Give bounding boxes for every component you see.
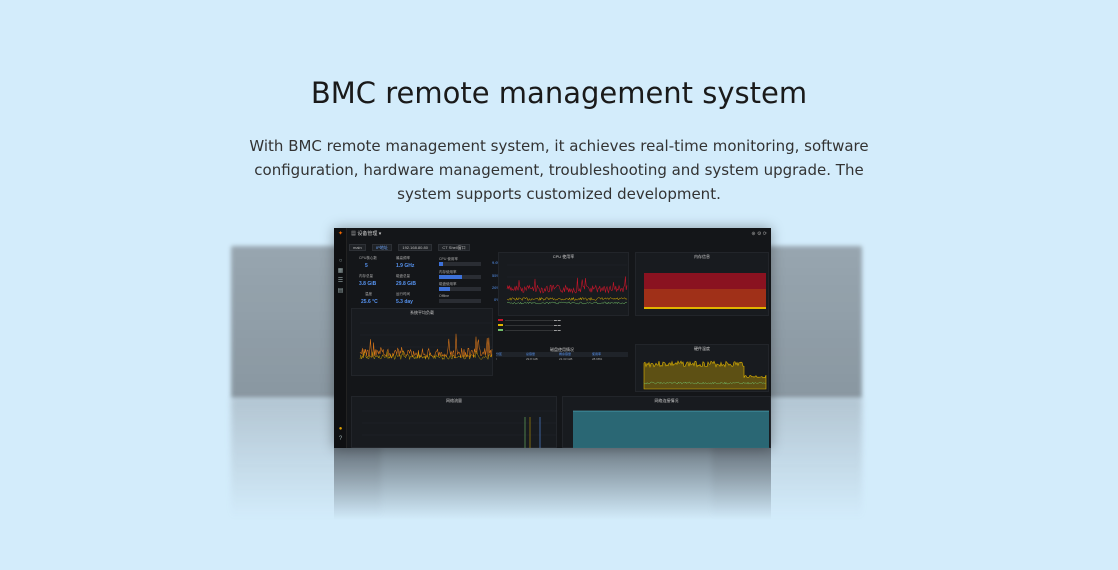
stat-label: 内存总量 <box>359 274 373 278</box>
dashboard-name[interactable]: 设备管理 <box>357 231 378 237</box>
search-icon[interactable]: ○ <box>338 258 343 264</box>
page-description: With BMC remote management system, it ac… <box>249 137 869 203</box>
load-chart <box>359 322 493 360</box>
gauge-bar <box>439 287 481 291</box>
network-flow-panel: 网络流量 <box>351 396 557 448</box>
toolbar-icons[interactable]: ⊕ ⚙ ⟳ <box>751 231 767 237</box>
page-title: BMC remote management system <box>310 76 808 110</box>
panel-title: 硬件温度 <box>694 346 710 351</box>
dashboard-screenshot: ✦ ○ ▦ ☰ ▤ ● ? ▦ 设备管理 ▾ ⊕ ⚙ ⟳ main IP地址 1… <box>334 228 771 448</box>
dashboard-topbar: ▦ 设备管理 ▾ ⊕ ⚙ ⟳ <box>351 231 767 237</box>
stat-label: 温度 <box>365 292 372 296</box>
grafana-logo-icon[interactable]: ✦ <box>337 231 344 237</box>
gauge-label: 磁盘使用率 <box>439 282 457 286</box>
panel-title: 系统平均负载 <box>410 310 434 315</box>
memory-free-area <box>644 307 766 309</box>
stat-value: 5.3 day <box>396 299 413 305</box>
cpu-chart <box>506 264 628 305</box>
memory-used-area <box>644 273 766 289</box>
panel-title: 网络流量 <box>446 398 462 403</box>
alert-icon[interactable]: ▤ <box>337 288 344 294</box>
stat-label: 磁盘总量 <box>396 274 410 278</box>
connections-area <box>573 411 769 448</box>
legend-row: ———————————————— ▬ ▬ <box>498 323 629 328</box>
stat-value: 5 <box>365 263 368 269</box>
stat-label: CPU核心数 <box>359 256 377 260</box>
panel-title: CPU 使用率 <box>552 254 575 259</box>
cpu-legend-table: ———————————————— ▬ ▬ ———————————————— ▬ … <box>498 318 629 333</box>
network-connections-chart <box>573 410 769 448</box>
gauge-bar <box>439 299 481 303</box>
legend-row: ———————————————— ▬ ▬ <box>498 318 629 323</box>
gauge-label: Offline <box>439 294 450 298</box>
gauge-fill <box>439 275 463 279</box>
gauge-pct: 26% <box>492 285 501 290</box>
disk-table-header: 分区总容量剩余容量使用率 <box>496 352 628 357</box>
load-panel: 系统平均负载 <box>351 308 493 376</box>
panel-title: 内存信息 <box>694 254 710 259</box>
gauge-fill <box>439 287 450 291</box>
stat-value: 1.9 GHz <box>396 263 415 269</box>
variable-filters: main IP地址 192.168.80.80 CT Shell窗口 <box>349 244 472 252</box>
dashboard-grid-icon: ▦ <box>351 231 358 237</box>
memory-cache-area <box>644 289 766 307</box>
panel-title: 磁盘使用情况 <box>550 347 574 352</box>
stat-value: 25.6 °C <box>361 299 378 305</box>
legend-row: ———————————————— ▬ ▬ <box>498 328 629 333</box>
gauge-label: 内存使用率 <box>439 270 457 274</box>
gauge-bar <box>439 262 481 266</box>
stat-value: 3.8 GiB <box>359 281 377 287</box>
filter-chip[interactable]: main <box>349 244 366 251</box>
panel-title: 网络连接情况 <box>654 398 679 403</box>
gauge-pct: 9.6% <box>492 260 502 265</box>
gauge-label: CPU 使用率 <box>439 257 458 261</box>
stat-value: 29.8 GiB <box>396 281 417 287</box>
stat-label: 运行时间 <box>396 292 410 296</box>
explore-icon[interactable]: ☰ <box>337 278 344 284</box>
stat-label: 最高频率 <box>396 256 410 260</box>
memory-chart <box>644 273 766 309</box>
gauge-bar <box>439 275 481 279</box>
network-flow-chart <box>362 410 556 448</box>
dashboard-reflection <box>334 448 771 520</box>
memory-panel: 内存信息 <box>635 252 769 316</box>
filter-chip[interactable]: IP地址 <box>372 244 392 251</box>
user-avatar-icon[interactable]: ● <box>338 426 343 432</box>
network-connections-panel: 网络连接情况 <box>562 396 771 448</box>
temperature-panel: 硬件温度 <box>635 344 769 392</box>
filter-chip[interactable]: CT Shell窗口 <box>438 244 470 251</box>
stats-panel: CPU核心数 5 最高频率 1.9 GHz 内存总量 3.8 GiB 磁盘总量 … <box>351 255 501 310</box>
dashboards-icon[interactable]: ▦ <box>337 268 344 274</box>
cpu-usage-panel: CPU 使用率 <box>498 252 629 316</box>
gauge-fill <box>439 262 444 266</box>
filter-chip[interactable]: 192.168.80.80 <box>398 244 432 251</box>
help-icon[interactable]: ? <box>338 436 343 442</box>
gauge-pct: 0% <box>494 297 500 302</box>
gauge-pct: 55% <box>492 273 501 278</box>
temperature-chart <box>643 360 767 390</box>
dashboard-sidebar: ✦ ○ ▦ ☰ ▤ ● ? <box>334 228 347 448</box>
